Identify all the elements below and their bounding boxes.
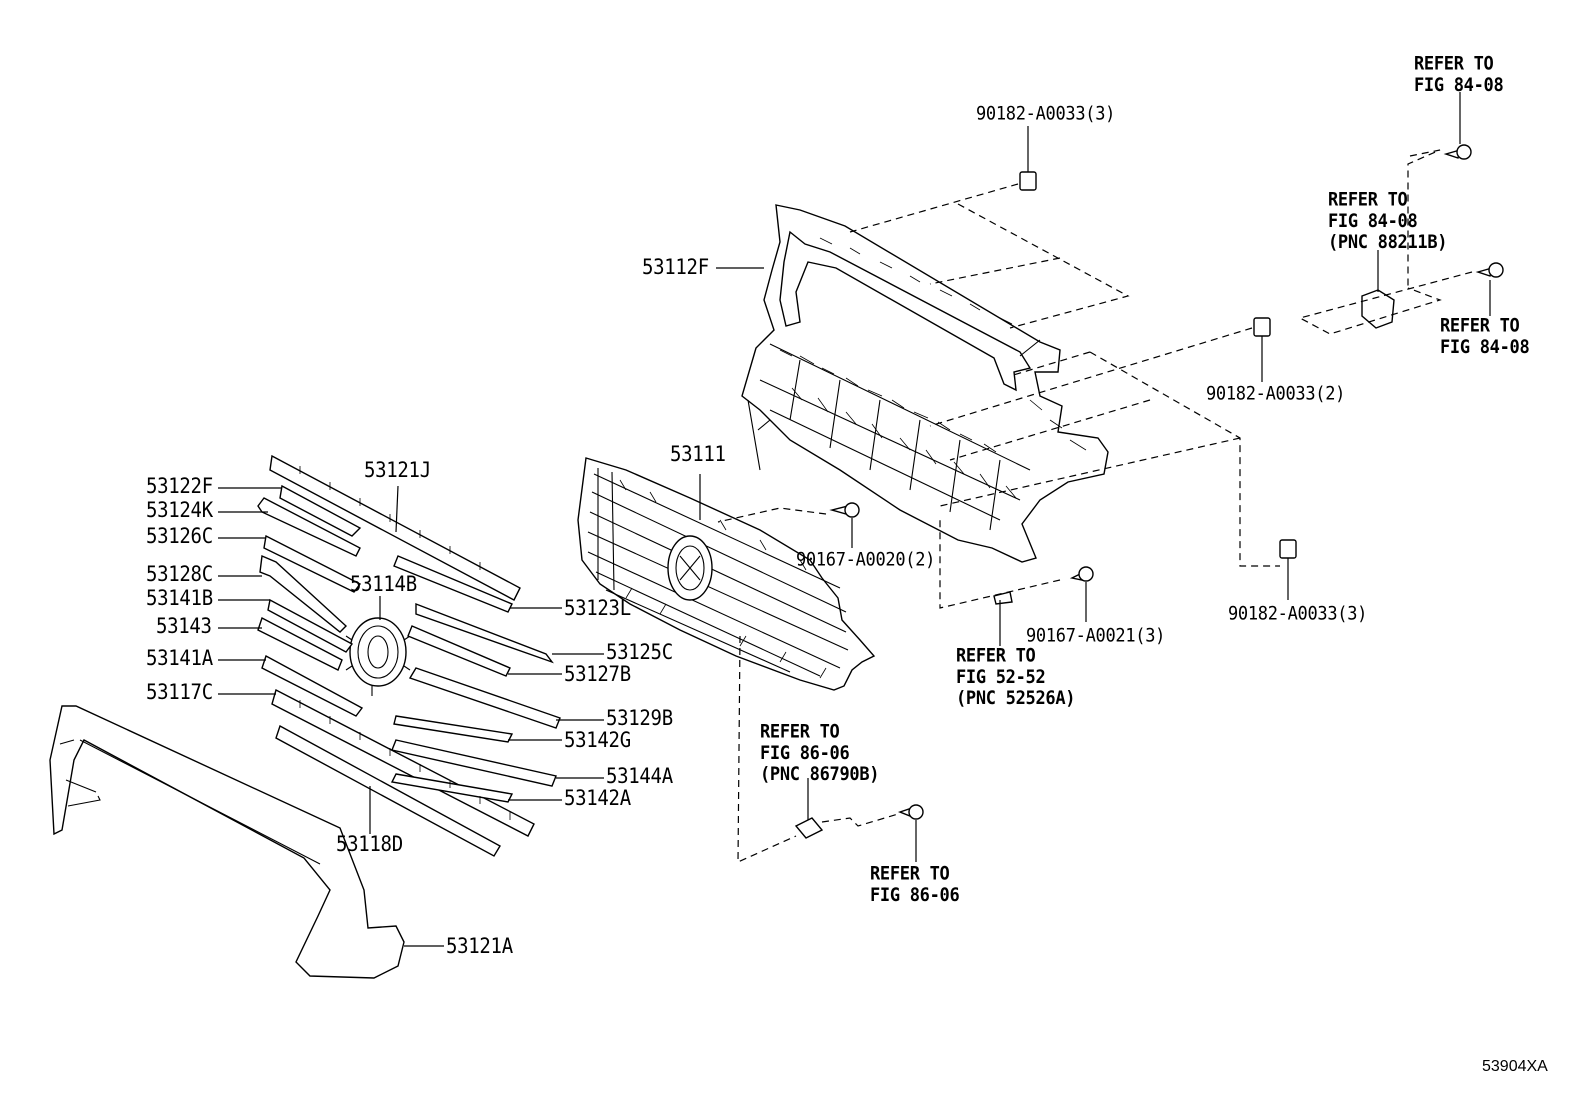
clip-icon [1253, 317, 1271, 337]
clip-icon [1279, 539, 1297, 559]
callout-53128C: 53128C [146, 561, 213, 587]
callout-53142A: 53142A [564, 785, 631, 811]
callout-53129B: 53129B [606, 705, 673, 731]
emblem-53114B [345, 617, 411, 696]
callout-53121A: 53121A [446, 933, 513, 959]
reference-fig-84-08-right: REFER TO FIG 84-08 [1440, 314, 1530, 359]
sensor-icon [1361, 289, 1395, 329]
callout-clip-mid: 90182-A0033(2) [1206, 382, 1346, 406]
callout-53125C: 53125C [606, 639, 673, 665]
sensor-bracket-icon [794, 817, 824, 839]
reference-fig-84-08-sensor: REFER TO FIG 84-08 (PNC 88211B) [1328, 188, 1448, 254]
callout-clip-top: 90182-A0033(3) [976, 102, 1116, 126]
callout-53127B: 53127B [564, 661, 631, 687]
callout-53114B: 53114B [350, 571, 417, 597]
callout-53142G: 53142G [564, 727, 631, 753]
callout-53141B: 53141B [146, 585, 213, 611]
callout-53123L: 53123L [564, 595, 631, 621]
callout-53126C: 53126C [146, 523, 213, 549]
reference-fig-86-06: REFER TO FIG 86-06 [870, 862, 960, 907]
callout-53141A: 53141A [146, 645, 213, 671]
reference-fig-86-06-pnc: REFER TO FIG 86-06 (PNC 86790B) [760, 720, 880, 786]
callout-screw-a21: 90167-A0021(3) [1026, 624, 1166, 648]
leader-lines [218, 92, 1491, 947]
callout-53124K: 53124K [146, 497, 213, 523]
callout-clip-low: 90182-A0033(3) [1228, 602, 1368, 626]
callout-53117C: 53117C [146, 679, 213, 705]
callout-screw-a20: 90167-A0020(2) [796, 548, 936, 572]
reference-fig-84-08-top: REFER TO FIG 84-08 [1414, 52, 1504, 97]
assembly-lines [717, 149, 1473, 863]
clip-icon [1019, 171, 1037, 191]
figure-code: 53904XA [1482, 1058, 1548, 1075]
upper-frame-53112F [741, 204, 1109, 563]
lower-molding-53121A [49, 705, 405, 979]
fasteners [794, 144, 1504, 839]
callout-53118D: 53118D [336, 831, 403, 857]
moldings [257, 454, 561, 857]
callout-53143: 53143 [156, 613, 212, 639]
callout-53121J: 53121J [364, 457, 431, 483]
callout-53122F: 53122F [146, 473, 213, 499]
callout-53111: 53111 [670, 441, 726, 467]
main-grille-53111 [577, 457, 876, 691]
reference-fig-52-52: REFER TO FIG 52-52 (PNC 52526A) [956, 644, 1076, 710]
callout-53144A: 53144A [606, 763, 673, 789]
callout-53112F: 53112F [642, 254, 709, 280]
